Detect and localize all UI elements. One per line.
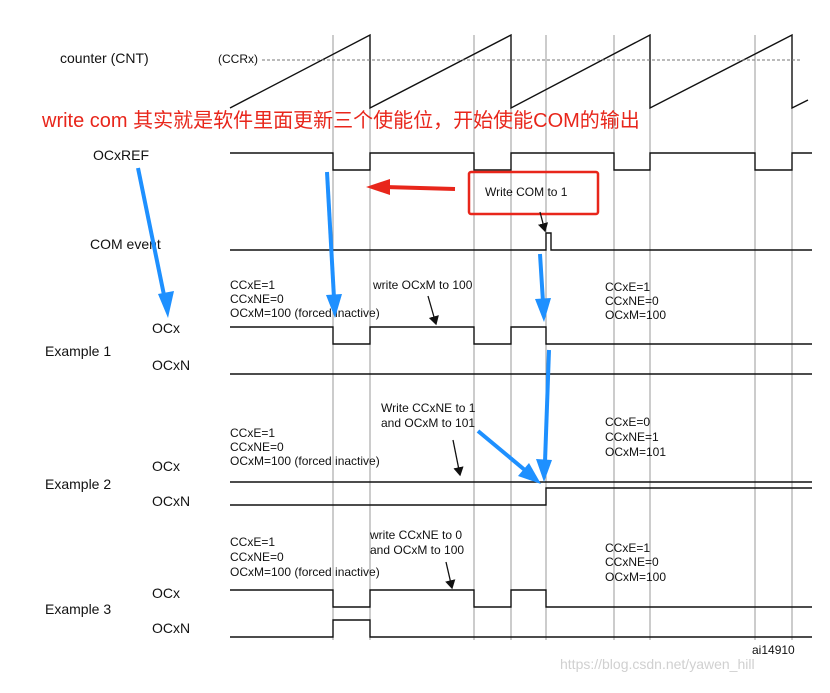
example-3-ocx-waveform: [230, 589, 812, 608]
example-3-ocxn-label: OCxN: [152, 620, 190, 636]
example-3-note: write CCxNE to 0 and OCxM to 100: [369, 528, 464, 557]
example-1-note-arrow: [427, 295, 439, 326]
com-event-label: COM event: [90, 236, 161, 252]
svg-text:write CCxNE to 0: write CCxNE to 0: [369, 528, 462, 542]
example-1-note: write OCxM to 100: [372, 278, 473, 292]
red-annotation: write com 其实就是软件里面更新三个使能位，开始使能COM的输出: [41, 109, 640, 132]
svg-text:OCxM=100: OCxM=100: [605, 570, 666, 584]
watermark: https://blog.csdn.net/yawen_hill: [560, 656, 755, 672]
svg-text:OCxM=100 (forced inactive): OCxM=100 (forced inactive): [230, 454, 380, 468]
ocxref-waveform: [230, 152, 812, 171]
example-1-ocx-label: OCx: [152, 320, 180, 336]
svg-text:CCxE=1: CCxE=1: [605, 541, 650, 555]
example-1-ocxn-label: OCxN: [152, 357, 190, 373]
svg-text:OCxM=100 (forced inactive): OCxM=100 (forced inactive): [230, 565, 380, 579]
svg-text:CCxE=1: CCxE=1: [230, 426, 275, 440]
example-1-ocx-waveform: [230, 326, 812, 345]
example-2-note: Write CCxNE to 1 and OCxM to 101: [381, 401, 476, 430]
example-3-before: CCxE=1 CCxNE=0 OCxM=100 (forced inactive…: [230, 535, 380, 579]
example-2-before: CCxE=1 CCxNE=0 OCxM=100 (forced inactive…: [230, 426, 380, 468]
example-2-ocxn-label: OCxN: [152, 493, 190, 509]
svg-text:CCxNE=0: CCxNE=0: [605, 555, 659, 569]
svg-text:Write CCxNE to 1: Write CCxNE to 1: [381, 401, 476, 415]
example-3-ocxn-waveform: [230, 619, 812, 638]
example-1-after: CCxE=1 CCxNE=0 OCxM=100: [605, 280, 666, 322]
counter-label: counter (CNT): [60, 50, 149, 66]
example-1-title: Example 1: [45, 343, 111, 359]
red-arrow: [366, 179, 456, 195]
svg-text:and OCxM to 100: and OCxM to 100: [370, 543, 464, 557]
example-1-before: CCxE=1 CCxNE=0 OCxM=100 (forced inactive…: [230, 278, 380, 320]
com-pointer-arrow: [537, 211, 549, 233]
svg-text:CCxE=1: CCxE=1: [605, 280, 650, 294]
svg-text:OCxM=101: OCxM=101: [605, 445, 666, 459]
svg-text:CCxE=0: CCxE=0: [605, 415, 650, 429]
svg-text:and OCxM to 101: and OCxM to 101: [381, 416, 475, 430]
svg-text:CCxNE=0: CCxNE=0: [230, 292, 284, 306]
example-3-ocx-label: OCx: [152, 585, 180, 601]
example-2-note-arrow: [452, 439, 464, 477]
write-com-box: [467, 170, 600, 216]
example-2-ocxn-waveform: [230, 487, 812, 506]
example-3-note-arrow: [445, 561, 456, 590]
write-com-label: Write COM to 1: [485, 185, 568, 199]
ocxref-label: OCxREF: [93, 147, 149, 163]
svg-text:CCxNE=0: CCxNE=0: [230, 550, 284, 564]
svg-text:CCxE=1: CCxE=1: [230, 278, 275, 292]
example-2-ocx-label: OCx: [152, 458, 180, 474]
svg-text:OCxM=100 (forced inactive): OCxM=100 (forced inactive): [230, 306, 380, 320]
example-2-title: Example 2: [45, 476, 111, 492]
svg-text:OCxM=100: OCxM=100: [605, 308, 666, 322]
counter-waveform: [229, 33, 809, 110]
example-3-title: Example 3: [45, 601, 111, 617]
figure-id: ai14910: [752, 643, 795, 657]
svg-text:CCxE=1: CCxE=1: [230, 535, 275, 549]
ccr-label: (CCRx): [218, 52, 258, 66]
com-event-waveform: [230, 232, 812, 251]
example-3-after: CCxE=1 CCxNE=0 OCxM=100: [605, 541, 666, 584]
blue-arrows: [136, 167, 552, 484]
svg-text:CCxNE=0: CCxNE=0: [230, 440, 284, 454]
example-2-after: CCxE=0 CCxNE=1 OCxM=101: [605, 415, 666, 459]
svg-text:CCxNE=1: CCxNE=1: [605, 430, 659, 444]
svg-text:CCxNE=0: CCxNE=0: [605, 294, 659, 308]
